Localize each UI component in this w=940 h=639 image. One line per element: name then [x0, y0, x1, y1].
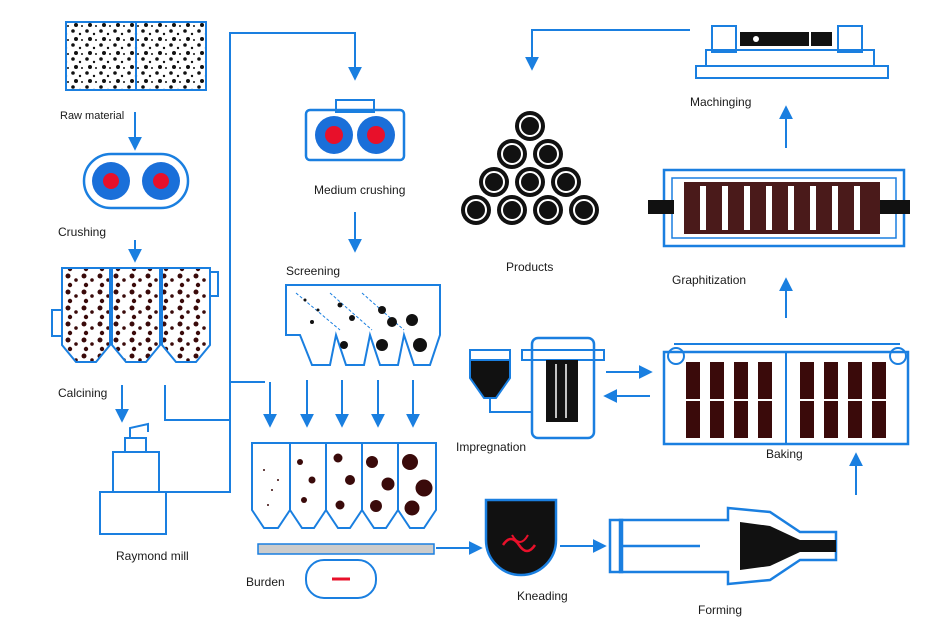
graphitization-furnace — [648, 168, 910, 248]
product-cylinder-ring — [501, 143, 523, 165]
burden-hoppers — [251, 442, 437, 599]
line-calcining-to-medium — [164, 32, 362, 421]
calcining-kilns — [51, 267, 219, 363]
product-cylinder-ring — [537, 199, 559, 221]
arrow-machining-to-products — [525, 29, 690, 71]
medium-crusher — [304, 99, 406, 162]
label-calcining: Calcining — [58, 386, 108, 400]
label-machinging: Machinging — [690, 95, 752, 109]
machining-lathe — [695, 25, 889, 79]
product-cylinder-ring — [519, 115, 541, 137]
label-screening: Screening — [286, 264, 341, 278]
label-burden: Burden — [246, 575, 285, 589]
product-cylinder-ring — [465, 199, 487, 221]
product-cylinder-ring — [573, 199, 595, 221]
product-cylinder-ring — [501, 199, 523, 221]
label-forming: Forming — [698, 603, 743, 617]
products-stack — [461, 111, 599, 225]
impregnation-vessel — [469, 336, 605, 440]
label-raw-material: Raw material — [60, 110, 125, 122]
raymond-mill — [99, 422, 167, 535]
screening-unit — [285, 284, 441, 366]
crusher-rollers — [82, 152, 190, 210]
screening-arrows — [263, 380, 420, 428]
raw-material-bins — [65, 21, 207, 91]
label-impregnation: Impregnation — [456, 440, 527, 454]
label-crushing: Crushing — [58, 225, 107, 239]
label-medium-crushing: Medium crushing — [314, 183, 406, 197]
label-baking: Baking — [766, 447, 803, 461]
label-kneading: Kneading — [517, 589, 568, 603]
product-cylinder-ring — [519, 171, 541, 193]
kneading-mixer — [484, 498, 558, 577]
label-raymond-mill: Raymond mill — [116, 549, 189, 563]
product-cylinder-ring — [483, 171, 505, 193]
product-cylinder-ring — [555, 171, 577, 193]
label-graphitization: Graphitization — [672, 273, 747, 287]
product-cylinder-ring — [537, 143, 559, 165]
forming-extruder — [608, 506, 838, 586]
line-mill-to-screening — [165, 381, 265, 500]
label-products: Products — [506, 260, 554, 274]
baking-furnace — [662, 343, 910, 446]
